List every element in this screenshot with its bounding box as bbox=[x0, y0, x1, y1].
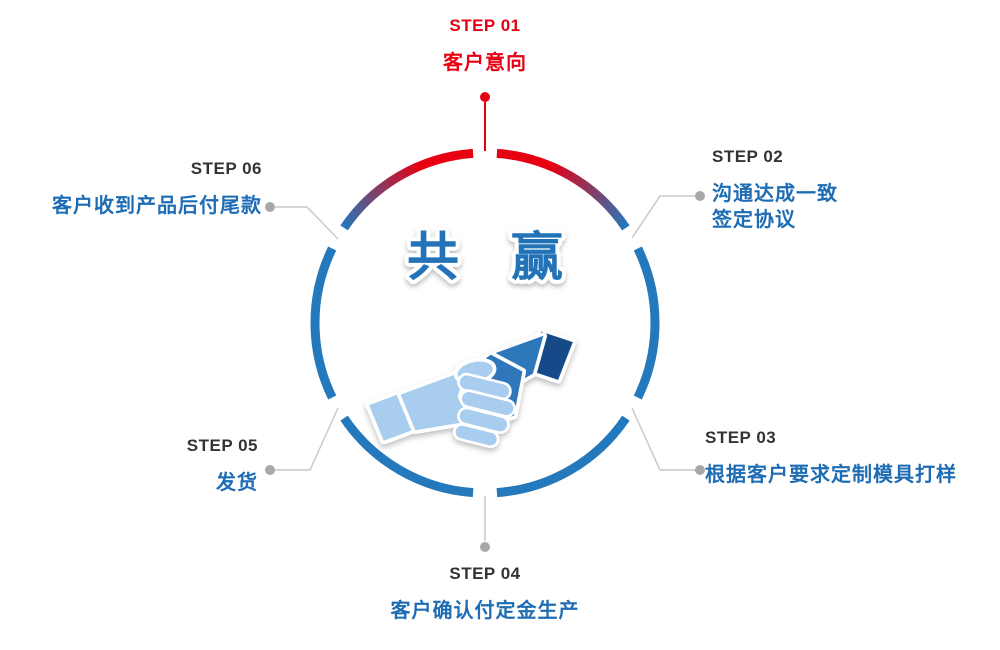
step-01: STEP 01 客户意向 bbox=[335, 16, 635, 76]
step-05-label: STEP 05 bbox=[186, 436, 258, 455]
step-05: STEP 05 发货 bbox=[187, 436, 258, 496]
ring-segments bbox=[310, 148, 660, 498]
step-02-text-2: 签定协议 bbox=[712, 209, 796, 231]
step-04: STEP 04 客户确认付定金生产 bbox=[335, 564, 635, 624]
step-02: STEP 02 沟通达成一致 签定协议 bbox=[712, 147, 838, 233]
connector-dot-step-06 bbox=[265, 202, 275, 212]
step-04-label: STEP 04 bbox=[449, 564, 521, 583]
process-ring: 共 赢 bbox=[310, 148, 660, 498]
step-06-text: 客户收到产品后付尾款 bbox=[52, 195, 262, 217]
ring-segment-left bbox=[310, 246, 337, 400]
step-05-text: 发货 bbox=[216, 472, 258, 494]
step-01-text: 客户意向 bbox=[443, 52, 527, 74]
step-03-label: STEP 03 bbox=[705, 428, 777, 447]
ring-segment-right bbox=[633, 246, 660, 400]
step-03-text: 根据客户要求定制模具打样 bbox=[705, 464, 957, 486]
step-02-label: STEP 02 bbox=[712, 147, 784, 166]
handshake-fingers bbox=[453, 372, 516, 449]
ring-segment-top-left bbox=[340, 148, 474, 231]
center-title: 共 赢 bbox=[407, 229, 563, 287]
connector-dot-step-05 bbox=[265, 465, 275, 475]
step-02-text: 沟通达成一致 bbox=[712, 183, 838, 205]
step-03: STEP 03 根据客户要求定制模具打样 bbox=[705, 428, 957, 488]
handshake-icon bbox=[365, 327, 577, 449]
connector-dot-step-01 bbox=[480, 92, 490, 102]
step-04-text: 客户确认付定金生产 bbox=[390, 600, 580, 622]
connector-dot-step-02 bbox=[695, 191, 705, 201]
connector-dot-step-04 bbox=[480, 542, 490, 552]
step-01-label: STEP 01 bbox=[449, 16, 521, 35]
connector-dot-step-03 bbox=[695, 465, 705, 475]
ring-segment-bottom-left bbox=[340, 415, 474, 498]
step-06-label: STEP 06 bbox=[190, 159, 262, 178]
step-06: STEP 06 客户收到产品后付尾款 bbox=[52, 159, 262, 219]
ring-segment-bottom-right bbox=[496, 415, 630, 498]
ring-segment-top-right bbox=[496, 148, 630, 231]
